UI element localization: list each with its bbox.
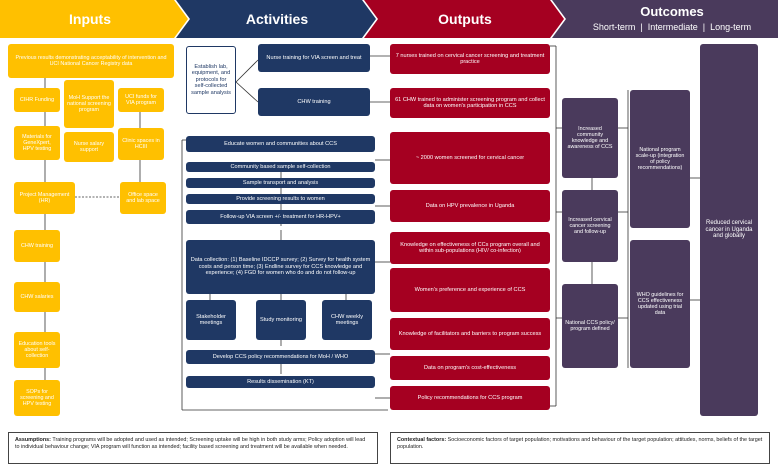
input-uci-funds: UCI funds for VIA program xyxy=(118,88,164,112)
activity-policy-recommendations: Develop CCS policy recommendations for M… xyxy=(186,350,375,364)
input-sops: SOPs for screening and HPV testing xyxy=(14,380,60,416)
contextual-label: Contextual factors: xyxy=(397,437,447,443)
input-education-tools: Education tools about self-collection xyxy=(14,332,60,368)
activity-stakeholder-meetings: Stakeholder meetings xyxy=(186,300,236,340)
header-outcomes: Outcomes xyxy=(640,4,704,19)
input-chw-training: CHW training xyxy=(14,230,60,262)
header-activities: Activities xyxy=(245,11,309,27)
activity-community-collection: Community based sample self-collection xyxy=(186,162,375,172)
outcome-reduced-cervical-cancer: Reduced cervical cancer in Uganda and gl… xyxy=(700,44,758,416)
output-chw-trained: 61 CHW trained to administer screening p… xyxy=(390,88,550,118)
input-previous-results: Previous results demonstrating acceptabi… xyxy=(8,44,174,78)
activity-sample-transport: Sample transport and analysis xyxy=(186,178,375,188)
contextual-factors-box: Contextual factors: Socioeconomic factor… xyxy=(390,432,770,464)
outcome-increased-screening: Increased cervical cancer screening and … xyxy=(562,190,618,262)
activity-results-dissemination: Results dissemination (KT) xyxy=(186,376,375,388)
activity-followup-via: Follow-up VIA screen +/- treatment for H… xyxy=(186,210,375,224)
header-outputs: Outputs xyxy=(438,11,492,27)
input-clinic-spaces: Clinic spaces in HCIII xyxy=(118,128,164,160)
input-cihr-funding: CIHR Funding xyxy=(14,88,60,112)
activity-nurse-training: Nurse training for VIA screen and treat xyxy=(258,44,370,72)
output-nurses-trained: 7 nurses trained on cervical cancer scre… xyxy=(390,44,550,74)
outcome-community-knowledge: Increased community knowledge and awaren… xyxy=(562,98,618,178)
header-outcomes-block: Outcomes Short-term | Intermediate | Lon… xyxy=(566,4,778,38)
output-effectiveness: Knowledge on effectiveness of CCs progra… xyxy=(390,232,550,264)
activity-establish-lab: Establish lab, equipment, and protocols … xyxy=(186,46,236,114)
output-facilitators-barriers: Knowledge of facilitators and barriers t… xyxy=(390,318,550,350)
input-chw-salaries: CHW salaries xyxy=(14,282,60,312)
header-inputs: Inputs xyxy=(69,11,111,27)
assumptions-box: Assumptions: Training programs will be a… xyxy=(8,432,378,464)
outcome-who-guidelines: WHO guidelines for CCS effectiveness upd… xyxy=(630,240,690,368)
activity-provide-results: Provide screening results to women xyxy=(186,194,375,204)
activity-chw-training: CHW training xyxy=(258,88,370,116)
outcome-national-scale-up: National program scale-up (integration o… xyxy=(630,90,690,228)
output-women-preference: Women's preference and experience of CCS xyxy=(390,268,550,312)
input-nurse-salary: Nurse salary support xyxy=(64,132,114,162)
input-moh-support: MoH Support the national screening progr… xyxy=(64,80,114,128)
input-office-space: Office space and lab space xyxy=(120,182,166,214)
header-band xyxy=(0,0,778,38)
outcome-national-policy: National CCS policy/ program defined xyxy=(562,284,618,368)
activity-educate: Educate women and communities about CCS xyxy=(186,136,375,152)
activity-chw-weekly-meetings: CHW weekly meetings xyxy=(322,300,372,340)
output-women-screened: ~ 2000 women screened for cervical cance… xyxy=(390,132,550,184)
activity-data-collection: Data collection: (1) Baseline IDCCP surv… xyxy=(186,240,375,294)
assumptions-text: Training programs will be adopted and us… xyxy=(15,437,366,450)
input-project-management: Project Management (HR) xyxy=(14,182,75,214)
activity-study-monitoring: Study monitoring xyxy=(256,300,306,340)
output-hpv-prevalence: Data on HPV prevalence in Uganda xyxy=(390,190,550,222)
output-policy-recommendations: Policy recommendations for CCS program xyxy=(390,386,550,410)
header-outcomes-sub: Short-term | Intermediate | Long-term xyxy=(592,22,752,32)
input-materials: Materials for GeneXpert, HPV testing xyxy=(14,126,60,160)
output-cost-effectiveness: Data on program's cost-effectiveness xyxy=(390,356,550,380)
contextual-text: Socioeconomic factors of target populati… xyxy=(397,437,763,450)
assumptions-label: Assumptions: xyxy=(15,437,51,443)
